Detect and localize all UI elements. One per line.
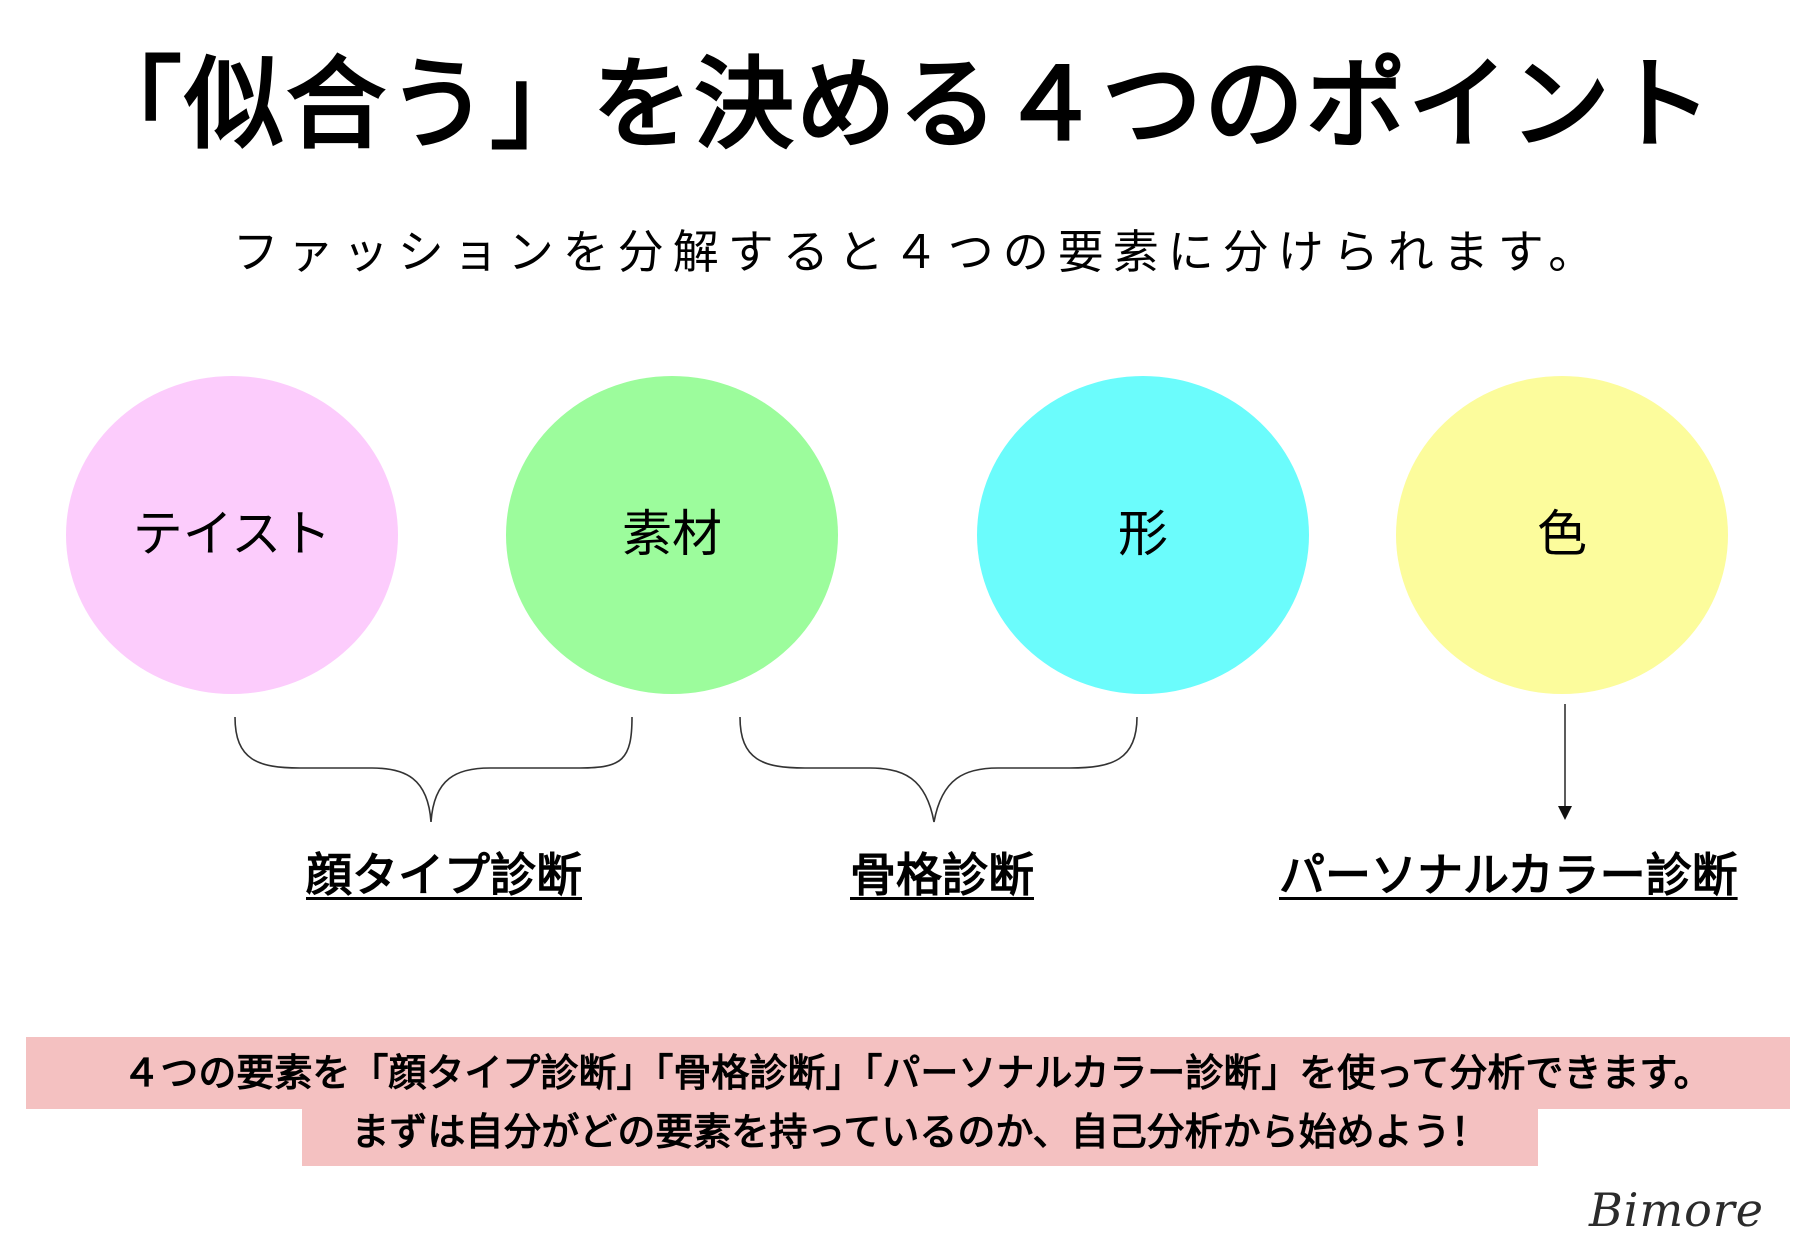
arrow-head-personal-color (1558, 806, 1572, 820)
page-subtitle: ファッションを分解すると４つの要素に分けられます。 (232, 225, 1604, 279)
element-circle-material: 素材 (506, 376, 838, 694)
note-highlight-band-1 (26, 1037, 1790, 1109)
brace-face-type (234, 716, 633, 823)
brand-logo: Bimore (1588, 1183, 1764, 1237)
element-circle-taste: テイスト (66, 376, 398, 694)
brace-skeleton (739, 716, 1138, 823)
element-label-taste: テイスト (132, 505, 332, 563)
page-title: 「似合う」を決める４つのポイント (82, 46, 1714, 163)
element-circle-color: 色 (1396, 376, 1728, 694)
note-line-2: まずは自分がどの要素を持っているのか、自己分析から始めよう！ (351, 1110, 1489, 1154)
diagnosis-label-personal-color: パーソナルカラー診断 (1279, 848, 1738, 902)
note-line-1: ４つの要素を「顔タイプ診断」「骨格診断」「パーソナルカラー診断」を使って分析でき… (122, 1051, 1712, 1095)
diagnosis-label-skeleton: 骨格診断 (850, 848, 1034, 902)
element-label-color: 色 (1537, 505, 1587, 563)
element-label-material: 素材 (622, 505, 722, 563)
element-label-shape: 形 (1118, 505, 1168, 563)
element-circle-shape: 形 (977, 376, 1309, 694)
diagnosis-label-face-type: 顔タイプ診断 (306, 848, 582, 902)
note-highlight-band-2 (302, 1109, 1538, 1166)
